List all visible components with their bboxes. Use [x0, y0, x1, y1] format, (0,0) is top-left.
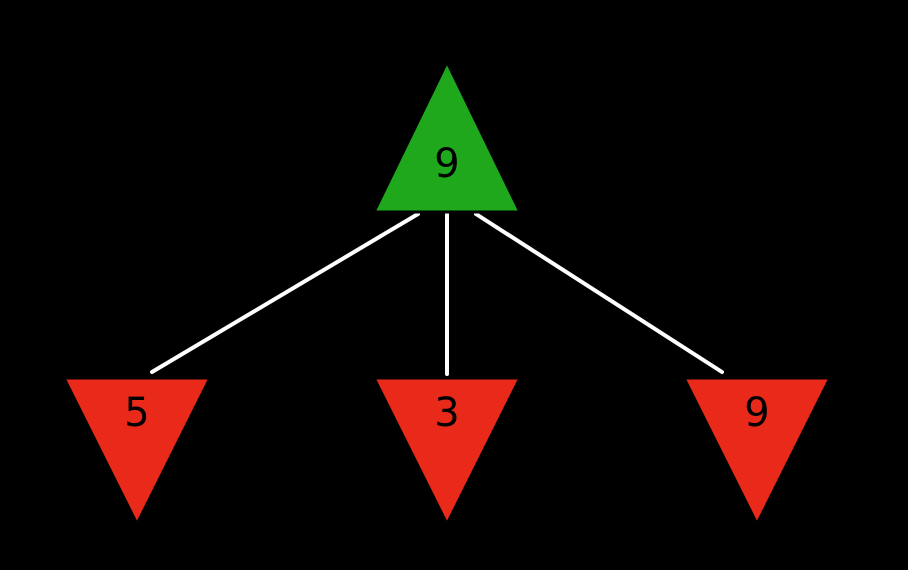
min-node-left-triangle — [62, 376, 212, 526]
edge-root-to-left-child — [150, 212, 420, 374]
min-node-left-value: 5 — [124, 390, 149, 436]
max-node-triangle — [372, 60, 522, 214]
edge-root-to-right-child — [474, 212, 724, 374]
min-node-right-triangle — [682, 376, 832, 526]
min-node-right-value: 9 — [744, 390, 769, 436]
min-node-middle-triangle — [372, 376, 522, 526]
max-node-value: 9 — [434, 141, 459, 187]
min-node-middle-value: 3 — [434, 390, 459, 436]
